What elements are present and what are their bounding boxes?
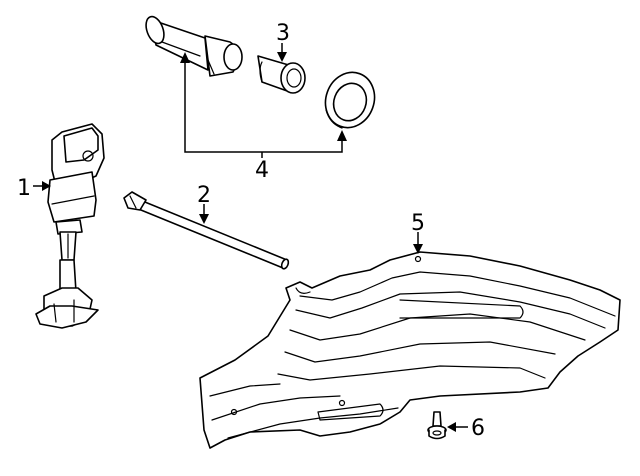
grommet-plug — [324, 71, 376, 129]
callout-4: 4 — [255, 158, 269, 183]
callout-1: 1 — [17, 176, 31, 201]
callout-4-bracket — [180, 52, 347, 158]
callout-leaders — [33, 43, 468, 432]
spare-tire-tub-panel — [199, 251, 621, 449]
spare-tire-jack — [35, 123, 105, 329]
jack-handle-rod — [123, 191, 290, 270]
callout-3: 3 — [276, 21, 290, 46]
callout-2: 2 — [197, 183, 211, 208]
cylindrical-plug — [145, 15, 243, 77]
callout-6: 6 — [471, 416, 485, 441]
callout-5: 5 — [411, 211, 425, 236]
flange-bolt — [427, 411, 447, 440]
plug-bushing — [257, 55, 306, 94]
